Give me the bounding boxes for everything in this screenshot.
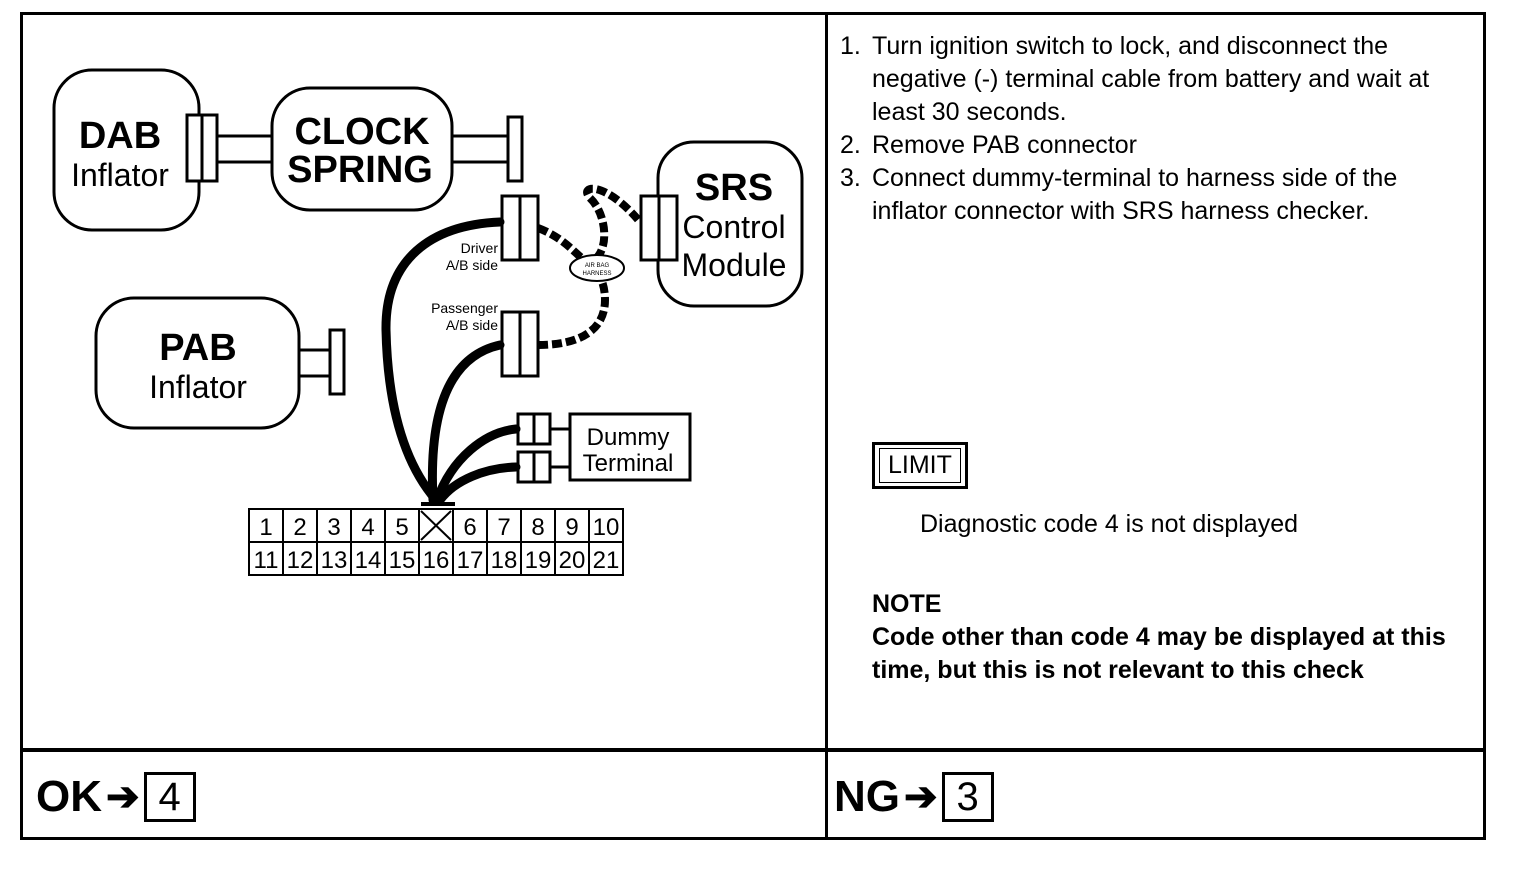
passenger-side-label: Passenger xyxy=(431,300,498,316)
step-text: Remove PAB connector xyxy=(872,131,1137,159)
pin-number-21: 21 xyxy=(593,547,620,574)
clock-label: CLOCK xyxy=(294,111,430,153)
pab-label: PAB xyxy=(159,327,236,369)
clock-spring-box xyxy=(270,86,454,212)
pin-number-2: 2 xyxy=(293,514,306,541)
pin-cell xyxy=(588,541,624,576)
pin-number-17: 17 xyxy=(457,547,484,574)
pab-inflator-box xyxy=(94,296,301,430)
ok-target-step: 4 xyxy=(143,772,196,822)
pin-number-4: 4 xyxy=(361,514,374,541)
pin-number-6: 6 xyxy=(463,514,476,541)
pin-number-13: 13 xyxy=(321,547,348,574)
driver-side-sublabel: A/B side xyxy=(446,257,498,273)
dummy-terminal-box xyxy=(568,412,692,482)
dab-label: DAB xyxy=(79,115,161,157)
ok-label: OK xyxy=(36,772,102,821)
ng-target-step: 3 xyxy=(941,772,994,822)
passenger-side-sublabel: A/B side xyxy=(446,317,498,333)
dummy-label: Dummy xyxy=(587,424,670,451)
srs-label: SRS xyxy=(695,167,773,209)
arrow-right-icon: ➔ xyxy=(106,775,140,819)
pin-number-20: 20 xyxy=(559,547,586,574)
pin-number-7: 7 xyxy=(497,514,510,541)
spring-label: SPRING xyxy=(287,149,433,191)
note-block: NOTE Code other than code 4 may be displ… xyxy=(872,588,1482,687)
arrow-right-icon: ➔ xyxy=(904,775,938,819)
step-3: 3. Connect dummy-terminal to harness sid… xyxy=(840,162,1470,228)
pin-number-16: 16 xyxy=(423,547,450,574)
airbag-harness-label: AIR BAG xyxy=(585,263,610,269)
instruction-steps: 1. Turn ignition switch to lock, and dis… xyxy=(840,30,1470,228)
note-title: NOTE xyxy=(872,590,942,618)
pin-number-18: 18 xyxy=(491,547,518,574)
limit-badge: LIMIT xyxy=(872,442,968,489)
ng-result: NG ➔ 3 xyxy=(834,772,994,822)
pin-number-8: 8 xyxy=(531,514,544,541)
pin-number-1: 1 xyxy=(259,514,272,541)
pin-number-12: 12 xyxy=(287,547,314,574)
pin-number-14: 14 xyxy=(355,547,382,574)
clock-spring-connector xyxy=(506,115,524,183)
pin-number-15: 15 xyxy=(389,547,416,574)
step-1: 1. Turn ignition switch to lock, and dis… xyxy=(840,30,1470,129)
airbag-harness-label-bubble xyxy=(569,254,625,282)
step-text: Turn ignition switch to lock, and discon… xyxy=(872,32,1430,126)
blocked-pin-mark xyxy=(420,510,452,541)
ok-result: OK ➔ 4 xyxy=(36,772,196,822)
driver-side-label: Driver xyxy=(461,240,499,256)
module-label: Module xyxy=(682,247,787,283)
step-2: 2. Remove PAB connector xyxy=(840,129,1470,162)
step-number: 3. xyxy=(840,164,861,192)
ng-label: NG xyxy=(834,772,900,821)
pin-number-9: 9 xyxy=(565,514,578,541)
harness-wires xyxy=(381,217,521,505)
airbag-harness-sublabel: HARNESS xyxy=(582,271,611,277)
control-label: Control xyxy=(682,209,785,245)
procedure-frame xyxy=(20,12,1486,840)
pab-sublabel: Inflator xyxy=(149,369,247,405)
terminal-label: Terminal xyxy=(583,450,674,477)
pin-number-10: 10 xyxy=(593,514,620,541)
dab-sublabel: Inflator xyxy=(71,157,169,193)
step-number: 1. xyxy=(840,32,861,60)
limit-label: LIMIT xyxy=(879,448,961,483)
pin-number-5: 5 xyxy=(395,514,408,541)
vertical-divider xyxy=(825,12,828,840)
limit-text: Diagnostic code 4 is not displayed xyxy=(920,510,1299,538)
step-text: Connect dummy-terminal to harness side o… xyxy=(872,164,1398,225)
pin-number-19: 19 xyxy=(525,547,552,574)
horizontal-divider xyxy=(20,748,1486,752)
pin-number-3: 3 xyxy=(327,514,340,541)
note-text: Code other than code 4 may be displayed … xyxy=(872,623,1446,684)
pin-number-11: 11 xyxy=(254,547,279,574)
step-number: 2. xyxy=(840,131,861,159)
pab-connector xyxy=(328,328,346,396)
